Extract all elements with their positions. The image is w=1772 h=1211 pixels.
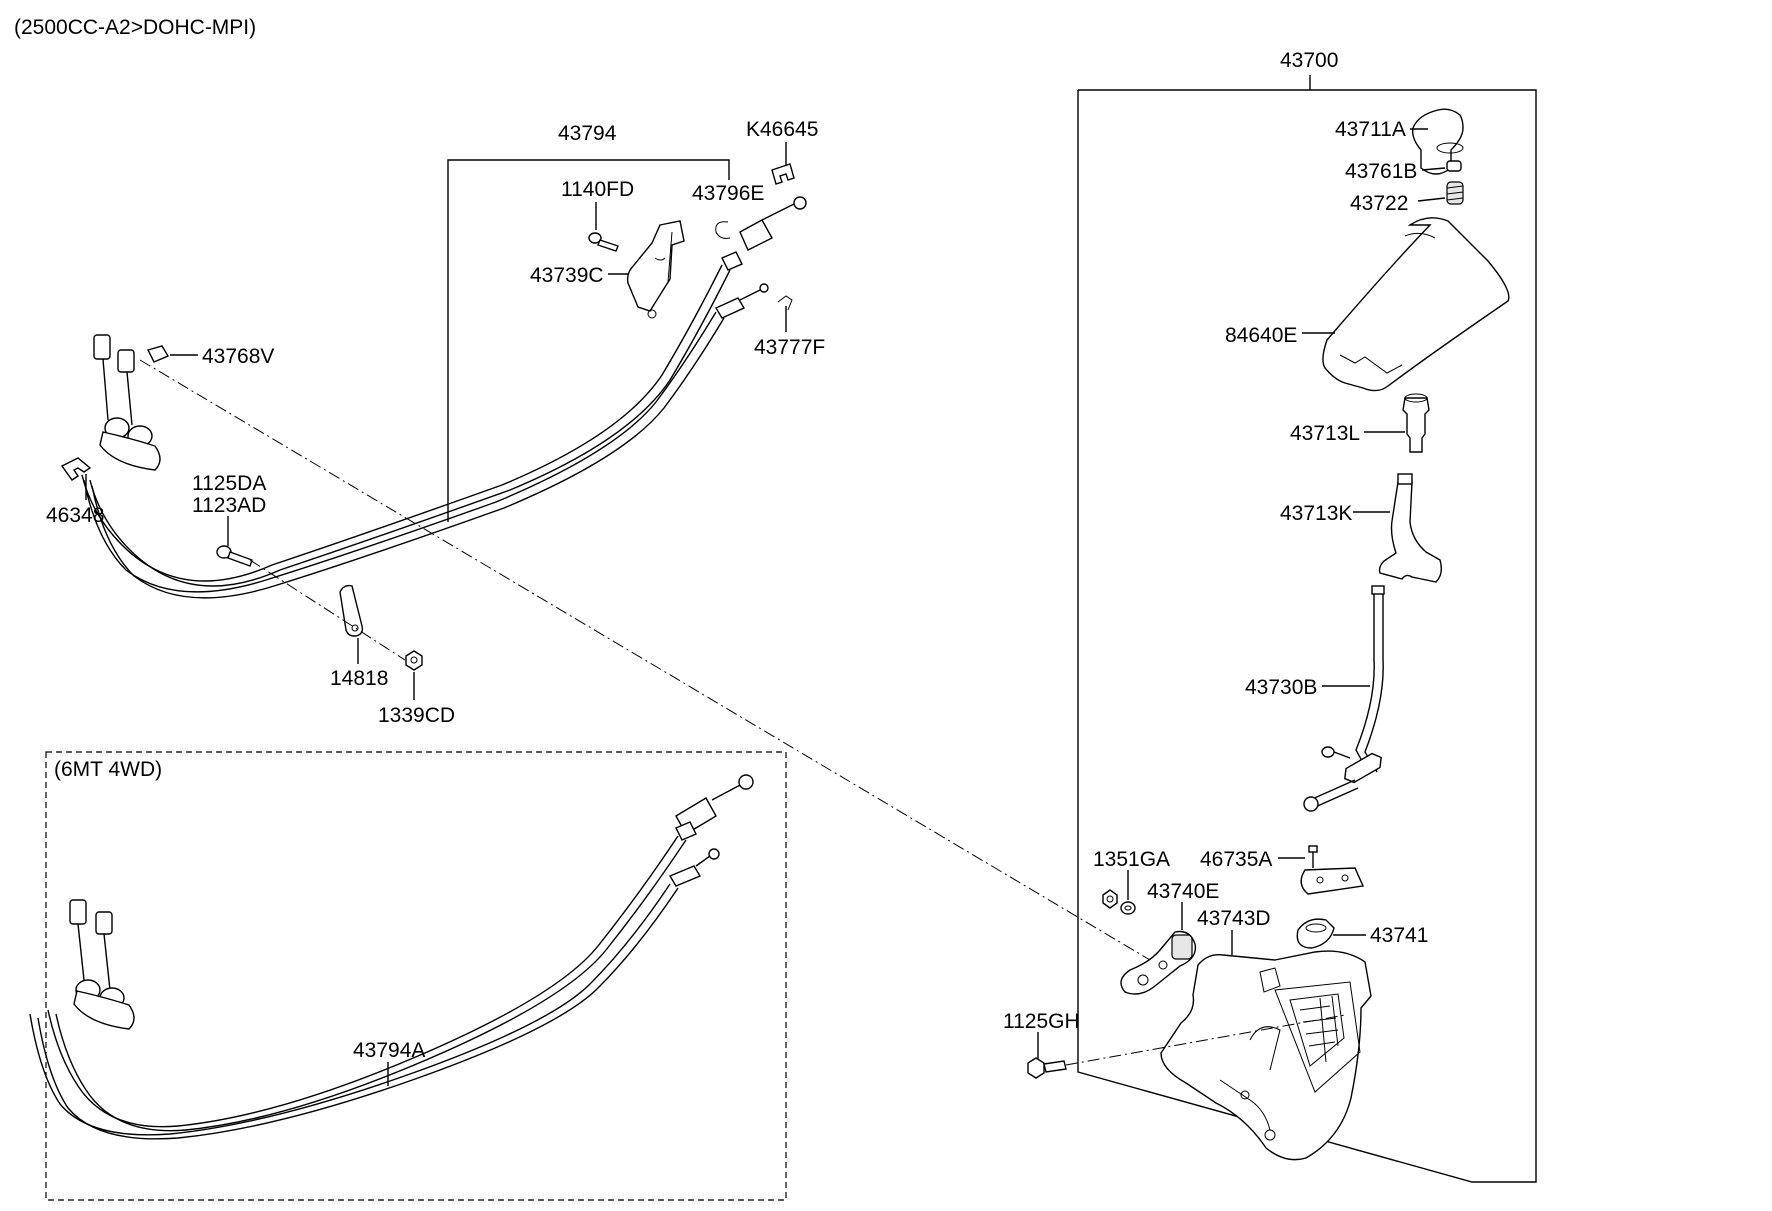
rod-end-upper[interactable] [1402, 393, 1430, 453]
subgroup-boundary [45, 751, 787, 1201]
lever-housing[interactable] [1378, 473, 1443, 583]
sub-cable-end-upper[interactable] [675, 774, 754, 841]
bolt-1140FD[interactable] [588, 232, 619, 252]
assembly-boundary [1077, 89, 1537, 1183]
sub-cable-end-lower[interactable] [668, 848, 720, 887]
bolt-axis-line [249, 559, 406, 661]
label-43700[interactable]: 43700 [1280, 49, 1338, 72]
label-43711A[interactable]: 43711A [1335, 118, 1406, 141]
label-1351GA[interactable]: 1351GA [1093, 848, 1170, 871]
shift-lever[interactable] [1303, 585, 1385, 812]
cable-end-upper[interactable] [721, 196, 807, 271]
cable-assembly-group: 43794 K46645 1140FD 43796E 43739C [46, 118, 1151, 961]
variant-label: (2500CC-A2>DOHC-MPI) [14, 16, 256, 39]
clip-43796E[interactable] [715, 221, 731, 239]
label-46735A[interactable]: 46735A [1200, 848, 1272, 871]
label-1140FD[interactable]: 1140FD [561, 178, 634, 201]
label-1125DA[interactable]: 1125DA [192, 472, 266, 495]
bolt-alignment-line [1065, 1014, 1346, 1066]
label-84640E[interactable]: 84640E [1225, 324, 1297, 347]
shifter-base-housing[interactable] [1160, 950, 1372, 1161]
label-43743D[interactable]: 43743D [1197, 907, 1271, 930]
detent-plate[interactable] [1300, 867, 1365, 895]
label-14818[interactable]: 14818 [330, 667, 388, 690]
shift-boot-cover[interactable] [1322, 217, 1510, 392]
label-K46645[interactable]: K46645 [746, 118, 818, 141]
label-43739C[interactable]: 43739C [530, 264, 604, 287]
washer[interactable] [1120, 901, 1136, 915]
label-43722[interactable]: 43722 [1350, 192, 1408, 215]
label-43796E[interactable]: 43796E [692, 182, 764, 205]
nut[interactable] [1102, 889, 1118, 909]
cable-assembly-bracket-line [447, 159, 730, 522]
sub-cable-end-left[interactable] [69, 899, 135, 1030]
label-43713L[interactable]: 43713L [1290, 422, 1360, 445]
screw[interactable] [1308, 845, 1318, 868]
label-43730B[interactable]: 43730B [1245, 676, 1317, 699]
clip-43777F[interactable] [777, 295, 793, 311]
bracket-14818[interactable] [339, 584, 364, 637]
label-43794A[interactable]: 43794A [353, 1039, 425, 1062]
clip-43768V[interactable] [146, 345, 170, 363]
clip-46348[interactable] [60, 457, 92, 481]
label-43794[interactable]: 43794 [558, 122, 617, 145]
clip-K46645[interactable] [771, 163, 795, 185]
spring[interactable] [1446, 181, 1464, 205]
cable-end-left[interactable] [93, 334, 161, 471]
shift-knob[interactable] [1411, 108, 1464, 175]
shift-lever-assembly-group: 43700 43711A 43761B 43722 [1003, 49, 1537, 1183]
label-43741[interactable]: 43741 [1370, 924, 1428, 947]
label-46348[interactable]: 46348 [46, 504, 104, 527]
subgroup-6mt-4wd: (6MT 4WD) 43794A [29, 751, 787, 1201]
lever-bushing[interactable] [1296, 918, 1335, 949]
label-1123AD[interactable]: 1123AD [192, 494, 266, 517]
label-43761B[interactable]: 43761B [1345, 160, 1417, 183]
bushing[interactable] [1446, 160, 1462, 172]
cable-bracket[interactable] [626, 220, 685, 319]
label-43740E[interactable]: 43740E [1147, 880, 1219, 903]
bolt-1125GH[interactable] [1027, 1057, 1067, 1079]
cable-alignment-line [139, 359, 1151, 961]
cable-end-lower[interactable] [714, 283, 769, 319]
label-1125GH[interactable]: 1125GH [1003, 1010, 1080, 1033]
label-43768V[interactable]: 43768V [202, 345, 274, 368]
bolt-1125DA[interactable] [216, 545, 253, 567]
label-1339CD[interactable]: 1339CD [378, 704, 455, 727]
select-lever-bracket[interactable] [1120, 930, 1197, 995]
label-43713K[interactable]: 43713K [1280, 502, 1352, 525]
subgroup-label: (6MT 4WD) [54, 758, 162, 781]
label-43777F[interactable]: 43777F [754, 336, 825, 359]
nut-1339CD[interactable] [405, 650, 423, 671]
